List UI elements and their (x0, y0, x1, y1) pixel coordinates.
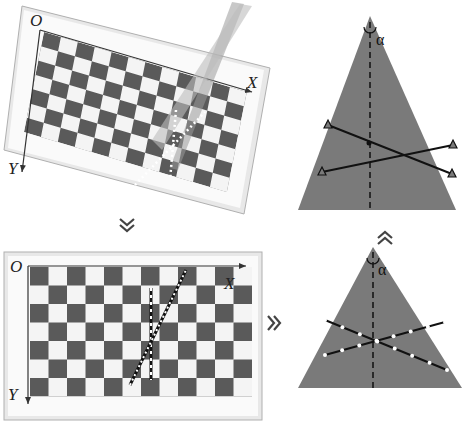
point-dot (323, 318, 327, 322)
point-dot (409, 329, 413, 333)
point-dot (445, 368, 449, 372)
axis-label: X (224, 275, 234, 292)
axis-label: Y (8, 386, 17, 403)
origin-label: O (30, 12, 42, 29)
point-dot (392, 334, 396, 338)
point-dot (323, 353, 327, 357)
point-dot (374, 339, 378, 343)
point-dot (375, 339, 379, 343)
point-dot (357, 344, 361, 348)
origin-label: O (10, 258, 22, 275)
point-dot (426, 325, 430, 329)
point-dot (340, 325, 344, 329)
angle-label: α (376, 32, 384, 48)
point-dot (358, 332, 362, 336)
angle-label: α (378, 262, 386, 278)
axis-label: Y (8, 160, 17, 177)
point-dot (410, 354, 414, 358)
axis-label: X (247, 74, 257, 91)
point-dot (340, 348, 344, 352)
point-dot (443, 320, 447, 324)
point-dot (428, 361, 432, 365)
point-dot (393, 347, 397, 351)
